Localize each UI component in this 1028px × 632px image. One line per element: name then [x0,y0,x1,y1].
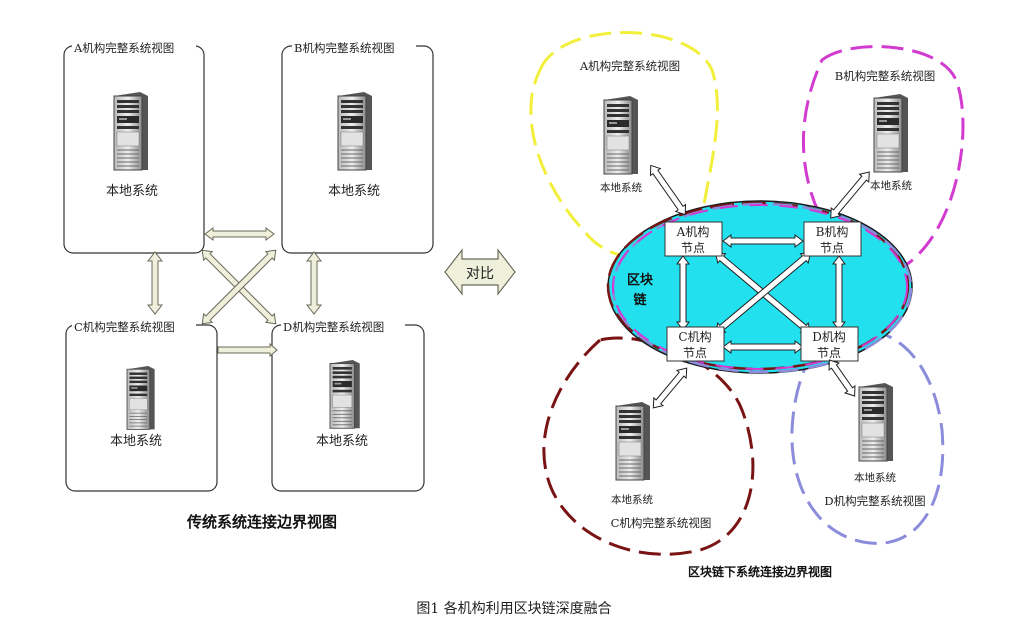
node-b-line1: B机构 [816,224,849,239]
node-arrows [676,234,846,354]
view-b-outline [801,45,965,273]
arrow-nc-server [652,367,688,409]
node-d-line1: D机构 [812,329,846,344]
server-icon [329,360,361,429]
server-icon [126,366,156,430]
view-b-label: 本地系统 [870,179,912,192]
arrow-nd-server [828,359,856,397]
box-b-label: 本地系统 [328,184,380,199]
server-icon [113,92,149,171]
node-c [666,326,725,362]
box-d-title: D机构完整系统视图 [283,320,384,334]
right-panel: 区块 链 A机构 节点 B机构 节点 C机构 节点 D机构 节点 [529,31,965,579]
left-panel: A机构完整系统视图 B机构完整系统视图 C机构完整系统视图 D机构完整系统视图 … [63,40,434,531]
left-caption: 传统系统连接边界视图 [186,513,337,531]
node-c-line2: 节点 [683,346,707,360]
arrow-c-d [217,342,278,358]
server-icon [873,94,909,173]
node-c-line1: C机构 [678,329,711,344]
arrow-na-nb [722,234,804,248]
box-a-label: 本地系统 [106,184,158,199]
view-a-title: A机构完整系统视图 [579,59,680,73]
arrow-na-server [649,164,687,216]
box-b-title: B机构完整系统视图 [294,41,394,55]
view-c-title: C机构完整系统视图 [611,516,712,530]
right-caption: 区块链下系统连接边界视图 [688,564,832,579]
arrow-b-d [305,251,323,315]
server-icon [337,92,373,171]
server-icon [858,382,894,462]
blockchain-label-1: 区块 [627,272,654,288]
server-icon [615,402,651,481]
view-c-outline [542,336,755,556]
compare-label: 对比 [466,266,494,282]
compare-arrow: 对比 [444,248,516,296]
server-icon [603,96,639,175]
view-d-title: D机构完整系统视图 [824,494,925,508]
view-d-outline [790,328,945,545]
view-d-label: 本地系统 [854,471,896,484]
node-b [803,221,862,257]
arrow-a-c [146,251,164,315]
node-a-line2: 节点 [681,241,705,255]
arrow-nb-server [830,171,870,219]
view-c-label: 本地系统 [611,493,653,506]
view-b-title: B机构完整系统视图 [835,69,935,83]
arrow-a-b [204,227,275,241]
box-c-title: C机构完整系统视图 [74,320,175,334]
box-d-label: 本地系统 [316,434,368,449]
blockchain-label-2: 链 [632,292,647,308]
node-d-line2: 节点 [817,346,841,360]
node-a [664,221,723,257]
node-b-line2: 节点 [820,241,844,255]
box-c-label: 本地系统 [110,434,162,449]
arrow-b-c [201,249,277,325]
figure-caption: 图1 各机构利用区块链深度融合 [416,601,611,617]
node-a-line1: A机构 [676,224,710,239]
box-a-title: A机构完整系统视图 [73,41,174,55]
view-a-label: 本地系统 [600,181,642,194]
